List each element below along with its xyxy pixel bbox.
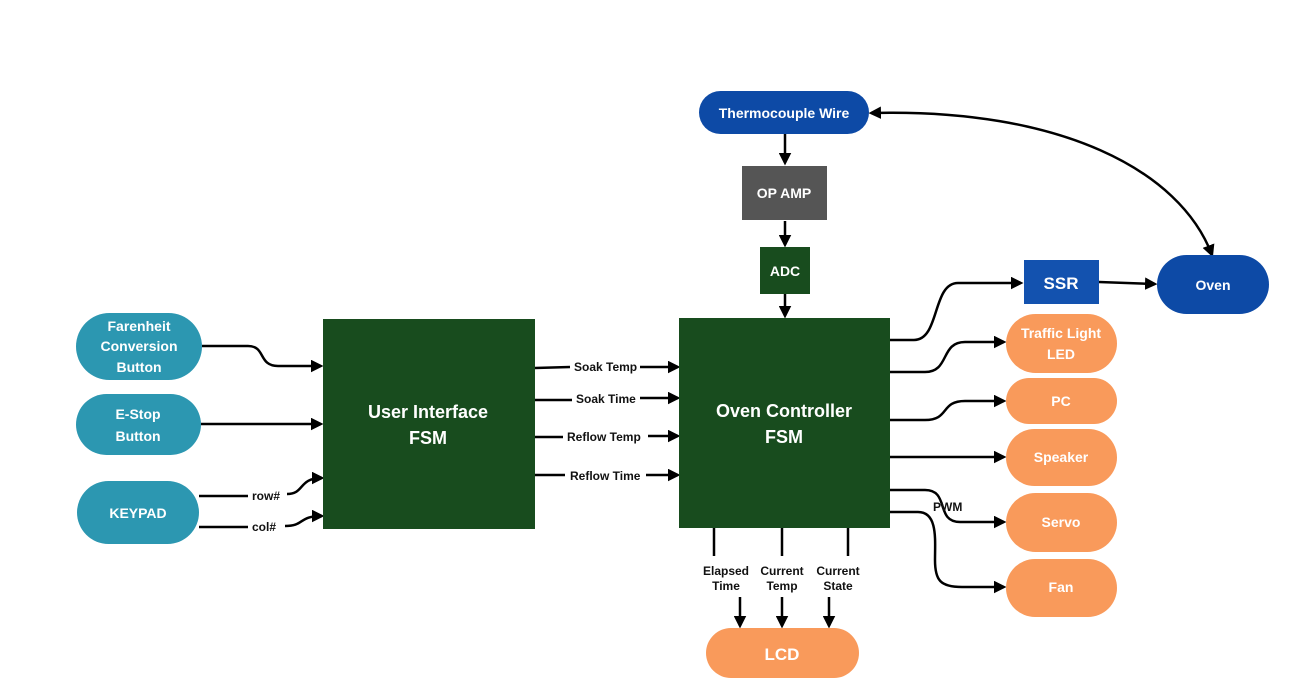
fan-label: Fan <box>1049 579 1074 595</box>
user-interface-fsm-node: User Interface FSM <box>323 319 535 529</box>
farenheit-label-3: Button <box>116 359 161 375</box>
row-label: row# <box>252 489 280 503</box>
estop-label-1: E-Stop <box>115 406 160 422</box>
wire-controller-fan <box>890 510 1007 594</box>
current-temp-label-2: Temp <box>766 579 797 593</box>
estop-button-node: E-Stop Button <box>76 394 201 455</box>
edge-labels: row# col# Soak Temp Soak Time Reflow Tem… <box>252 360 962 593</box>
speaker-label: Speaker <box>1034 449 1089 465</box>
wire-controller-traffic <box>890 335 1007 374</box>
lcd-node: LCD <box>706 628 859 678</box>
wire-ssr-oven <box>1098 277 1158 290</box>
soak-time-label: Soak Time <box>576 392 636 406</box>
thermocouple-label: Thermocouple Wire <box>719 105 850 121</box>
op-amp-node: OP AMP <box>742 166 827 220</box>
soak-temp-label: Soak Temp <box>574 360 637 374</box>
keypad-label: KEYPAD <box>109 505 166 521</box>
traffic-label-1: Traffic Light <box>1021 325 1101 341</box>
speaker-node: Speaker <box>1006 429 1117 486</box>
servo-label: Servo <box>1042 514 1081 530</box>
pc-label: PC <box>1051 393 1070 409</box>
reflow-temp-label: Reflow Temp <box>567 430 641 444</box>
current-temp-label-1: Current <box>760 564 803 578</box>
ui-fsm-label-1: User Interface <box>368 402 488 422</box>
thermocouple-wire-node: Thermocouple Wire <box>699 91 869 134</box>
wire-keypad-col-2 <box>284 509 325 528</box>
farenheit-label-2: Conversion <box>100 338 177 354</box>
wire-thermocouple-oven <box>868 106 1215 258</box>
col-label: col# <box>252 520 276 534</box>
elapsed-time-label-2: Time <box>712 579 740 593</box>
elapsed-time-label-1: Elapsed <box>703 564 749 578</box>
oven-fsm-label-1: Oven Controller <box>716 401 852 421</box>
op-amp-label: OP AMP <box>757 185 811 201</box>
current-state-label-2: State <box>823 579 853 593</box>
oven-fsm-label-2: FSM <box>765 427 803 447</box>
oven-node: Oven <box>1157 255 1269 314</box>
oven-label: Oven <box>1195 277 1230 293</box>
servo-node: Servo <box>1006 493 1117 552</box>
adc-label: ADC <box>770 263 800 279</box>
lcd-label: LCD <box>765 645 800 664</box>
wire-farenheit-ui <box>202 344 324 373</box>
pc-node: PC <box>1006 378 1117 424</box>
ui-fsm-label-2: FSM <box>409 428 447 448</box>
ssr-label: SSR <box>1044 274 1079 293</box>
fan-node: Fan <box>1006 559 1117 617</box>
pwm-label: PWM <box>933 500 962 514</box>
keypad-node: KEYPAD <box>77 481 199 544</box>
current-state-label-1: Current <box>816 564 859 578</box>
traffic-label-2: LED <box>1047 346 1075 362</box>
oven-controller-fsm-node: Oven Controller FSM <box>679 318 890 528</box>
wire-controller-pc <box>890 394 1007 422</box>
adc-node: ADC <box>760 247 810 294</box>
wire-soak-temp-a <box>534 365 571 370</box>
reflow-time-label: Reflow Time <box>570 469 641 483</box>
ssr-node: SSR <box>1024 260 1099 304</box>
wire-controller-servo <box>890 488 1007 529</box>
farenheit-label-1: Farenheit <box>107 318 170 334</box>
wire-controller-ssr <box>890 276 1024 342</box>
connection-wires <box>199 106 1215 629</box>
wire-keypad-row-2 <box>286 471 325 496</box>
traffic-light-led-node: Traffic Light LED <box>1006 314 1117 373</box>
farenheit-conversion-button-node: Farenheit Conversion Button <box>76 313 202 380</box>
estop-label-2: Button <box>115 428 160 444</box>
